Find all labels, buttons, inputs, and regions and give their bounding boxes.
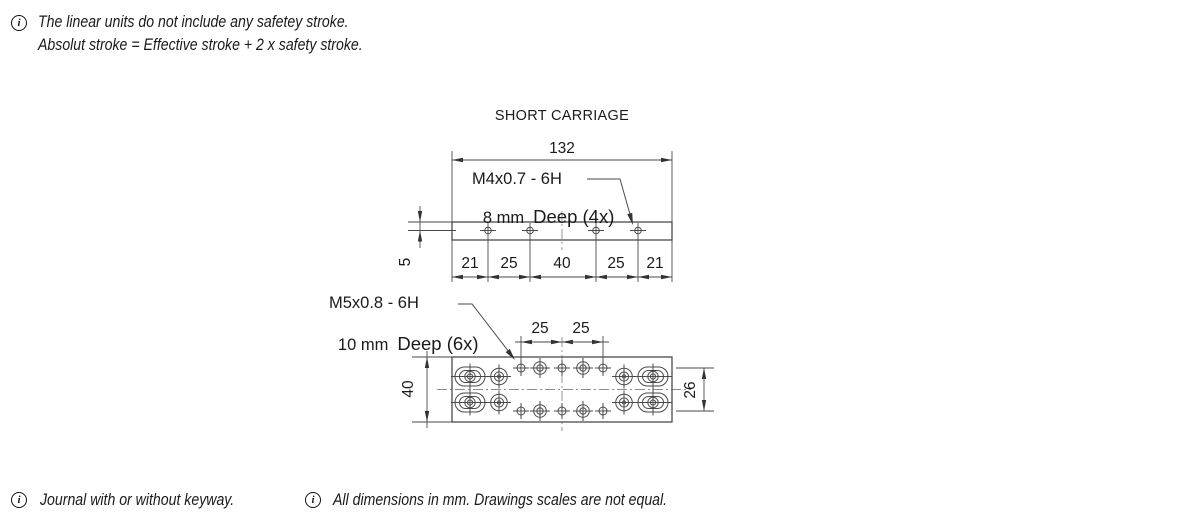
note-safety-stroke-line1: The linear units do not include any safe…	[38, 12, 349, 31]
info-icon-glyph: i	[17, 16, 21, 29]
dim-chain-40: 40	[553, 255, 571, 272]
top-view-outline	[451, 356, 673, 423]
label-m4-depth: 8 mm Deep (4x)	[474, 188, 614, 228]
info-icon: i	[11, 492, 27, 508]
note-journal-keyway: Journal with or without keyway.	[40, 490, 235, 509]
dim-axis-height: 5	[397, 257, 414, 267]
dim-row-spacing: 26	[682, 381, 699, 399]
info-icon: i	[305, 492, 321, 508]
dim-carriage-width: 40	[400, 380, 417, 398]
dim-chain-25-left: 25	[500, 255, 518, 272]
side-view-holes	[479, 226, 647, 235]
dim-chain-21-left: 21	[461, 255, 479, 272]
label-m4-depth-value: 8 mm	[482, 209, 525, 227]
label-m5-depth: 10 mm Deep (6x)	[329, 315, 479, 355]
arrowheads	[417, 157, 707, 422]
label-m5-thread: M5x0.8 - 6H	[329, 294, 419, 312]
leader-lines	[458, 178, 631, 353]
info-icon-glyph: i	[311, 493, 315, 506]
label-m5-depth-value: 10 mm	[337, 336, 389, 354]
label-m4-deep-count: Deep (4x)	[533, 206, 615, 227]
part-outlines	[451, 221, 673, 423]
dim-spacing-25-right: 25	[572, 320, 590, 337]
info-icon: i	[11, 15, 27, 31]
note-safety-stroke-line2: Absolut stroke = Effective stroke + 2 x …	[38, 35, 363, 54]
drawing-title: SHORT CARRIAGE	[494, 108, 630, 124]
dim-chain-25-right: 25	[607, 255, 625, 272]
dim-chain-21-right: 21	[646, 255, 664, 272]
label-m5-deep-count: Deep (6x)	[397, 333, 479, 354]
dim-spacing-25-left: 25	[531, 320, 549, 337]
dim-overall-length: 132	[549, 140, 575, 157]
label-m4-thread: M4x0.7 - 6H	[472, 170, 562, 188]
note-dimensions-mm: All dimensions in mm. Drawings scales ar…	[333, 490, 668, 509]
info-icon-glyph: i	[17, 493, 21, 506]
side-view-outline	[451, 221, 673, 241]
